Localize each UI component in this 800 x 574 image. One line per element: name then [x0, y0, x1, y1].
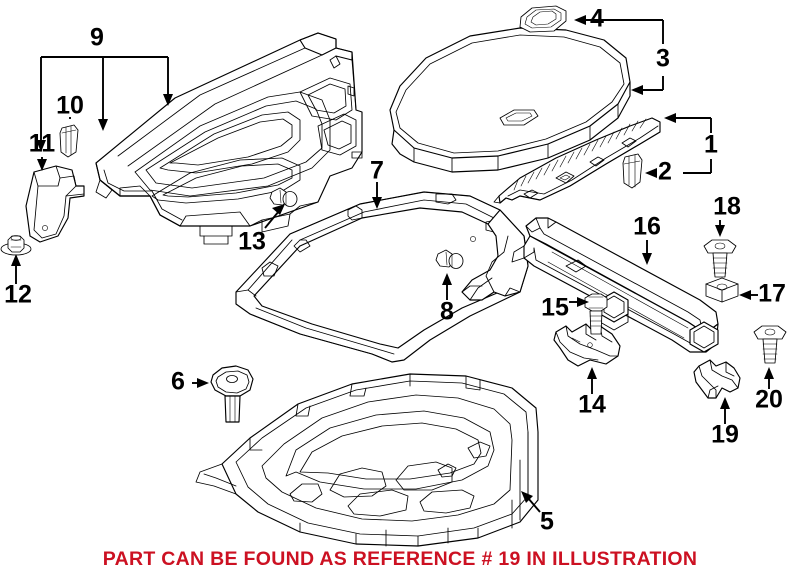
- callout-numbers: 1 2 3 4 5 6 7 8 9 10 11 12 13 14 15 16 1…: [4, 5, 786, 536]
- part-11-support-bracket: [25, 165, 85, 243]
- part-5-foam-tray: [195, 373, 539, 547]
- part-8-push-pin: [435, 249, 464, 269]
- callout-14: 14: [578, 391, 606, 419]
- part-3-cover-panel: [389, 27, 631, 173]
- part-15-hex-bolt: [584, 293, 608, 335]
- callout-17: 17: [758, 280, 786, 308]
- part-10-retainer-clip: [59, 124, 79, 158]
- part-1-sill-plate: [493, 117, 661, 204]
- callout-8: 8: [440, 298, 454, 326]
- callout-11: 11: [29, 130, 56, 158]
- callout-13: 13: [238, 228, 266, 256]
- callout-1: 1: [704, 131, 718, 159]
- part-2-sill-clip: [622, 153, 643, 189]
- callout-12: 12: [4, 281, 32, 309]
- part-16-cross-member: [511, 217, 719, 353]
- leader-lines: [11, 15, 774, 513]
- callout-19: 19: [711, 421, 739, 449]
- callout-10: 10: [56, 92, 84, 120]
- part-17-cage-nut: [705, 277, 739, 303]
- part-20-flat-screw: [753, 325, 787, 364]
- callout-7: 7: [370, 157, 384, 185]
- callout-9: 9: [90, 24, 104, 52]
- part-18-flat-screw: [703, 239, 737, 278]
- part-12-flange-nut: [0, 235, 32, 256]
- part-13-push-pin: [269, 187, 298, 207]
- callout-3: 3: [656, 45, 670, 73]
- callout-5: 5: [540, 508, 554, 536]
- reference-footnote: PART CAN BE FOUND AS REFERENCE # 19 IN I…: [103, 548, 698, 570]
- callout-6: 6: [171, 368, 185, 396]
- part-7-trim-frame: [235, 191, 529, 363]
- callout-4: 4: [590, 5, 604, 33]
- part-19-clip-bracket: [693, 359, 741, 399]
- callout-15: 15: [541, 294, 569, 322]
- part-14-tiedown-bracket: [553, 323, 621, 367]
- part-9-load-floor-tray: [95, 32, 363, 245]
- part-4-lift-handle: [519, 5, 567, 33]
- callout-2: 2: [658, 158, 672, 186]
- part-6-knob-bolt: [210, 365, 254, 423]
- callout-16: 16: [633, 213, 661, 241]
- callout-20: 20: [755, 386, 783, 414]
- callout-18: 18: [713, 193, 741, 221]
